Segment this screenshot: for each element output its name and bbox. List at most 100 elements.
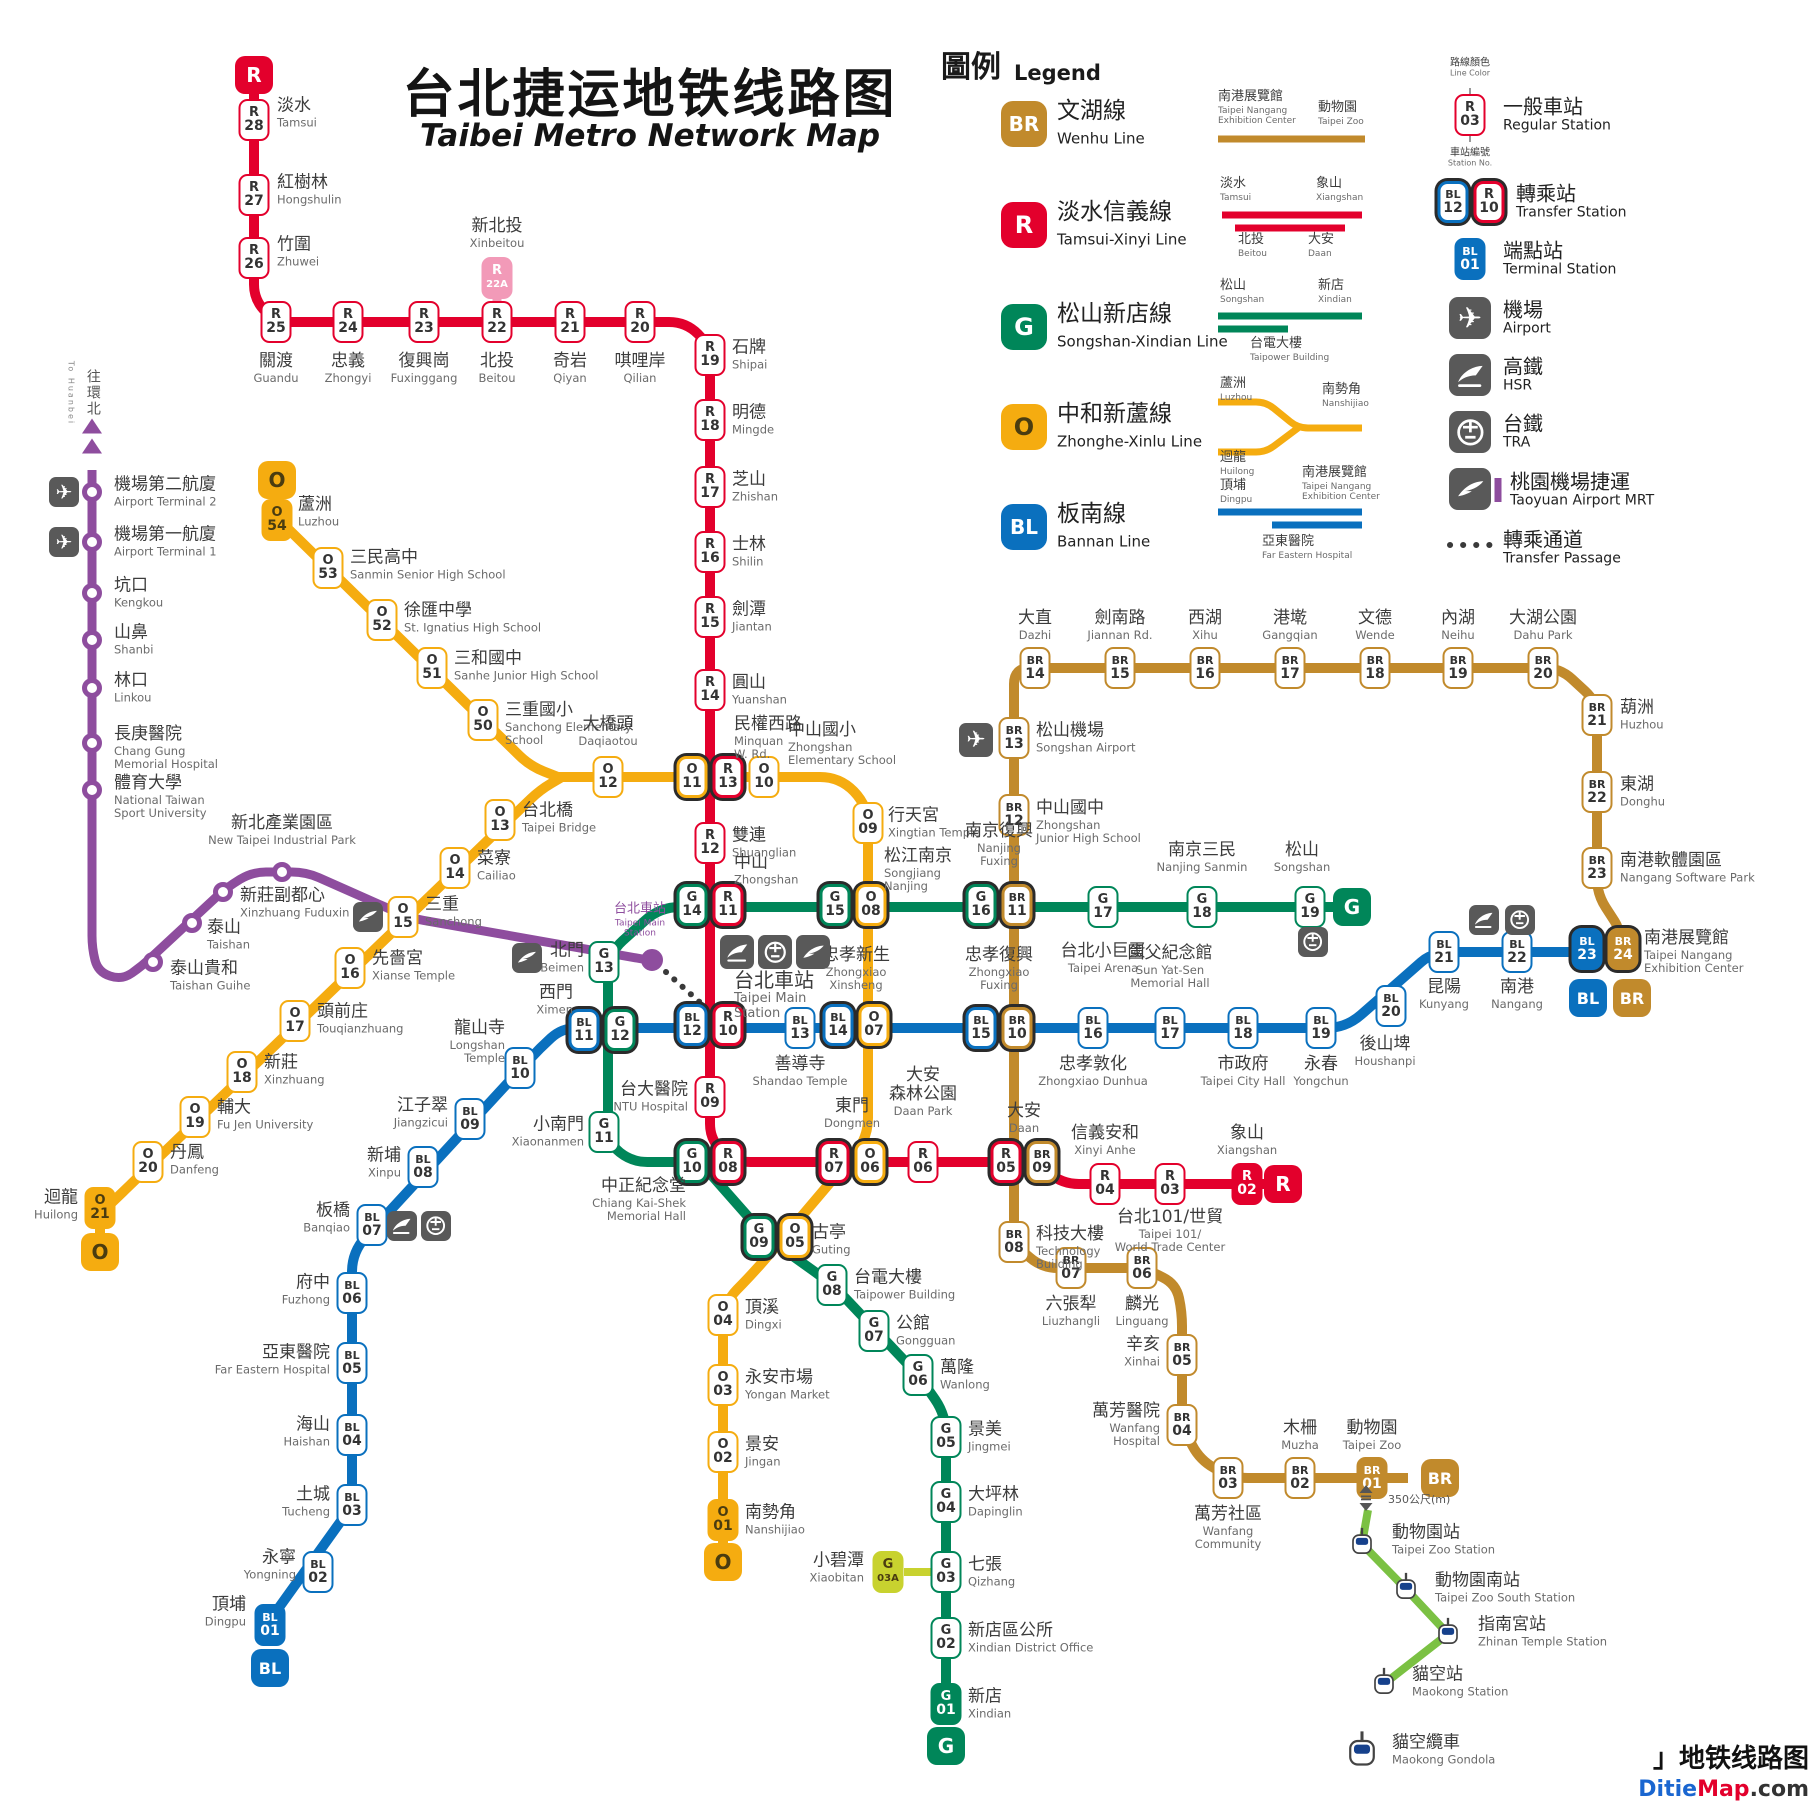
purple-station-dot xyxy=(182,913,202,933)
purple-station-dot xyxy=(213,882,233,902)
station-badge-bl: BL xyxy=(251,1649,289,1687)
gondola-cabin-icon xyxy=(1345,1731,1379,1772)
purple-station-dot xyxy=(82,678,102,698)
station-badge-br: BR xyxy=(1613,979,1651,1017)
line-wenhu xyxy=(1009,663,1624,1483)
watermark-zh: 」地铁线路图 xyxy=(1652,1744,1809,1774)
purple-station-dot xyxy=(82,780,102,800)
tra-icon xyxy=(758,935,792,969)
station-badge-g: G xyxy=(1333,888,1371,926)
transfer-passage-main-station xyxy=(663,969,707,1009)
page-title-en: Taibei Metro Network Map xyxy=(419,118,881,154)
hsr-icon xyxy=(720,935,754,969)
airport-icon: ✈ xyxy=(49,477,79,507)
to-huanbei-arrow-icon xyxy=(81,418,103,438)
purple-station-dot xyxy=(82,630,102,650)
station-badge-r: R xyxy=(1264,1165,1302,1203)
hsr-icon xyxy=(1449,354,1491,396)
to-huanbei-arrow-icon xyxy=(81,438,103,458)
station-badge-r: R xyxy=(235,56,273,94)
station-badge-o: O xyxy=(704,1543,742,1581)
purple-station-dot xyxy=(82,532,102,552)
gondola-cabin-icon xyxy=(1349,1527,1375,1561)
legend-bar-orange-upper xyxy=(1218,398,1362,432)
tra-icon xyxy=(421,1211,451,1241)
station-badge-g: G xyxy=(927,1727,965,1765)
purple-station-dot xyxy=(272,862,292,882)
transfer-distance-arrows-icon xyxy=(1359,1485,1374,1515)
amrt-icon xyxy=(796,935,830,969)
purple-station-dot xyxy=(82,733,102,753)
station-badge-o: O xyxy=(258,461,296,499)
watermark-site-link[interactable]: DitieMap.com xyxy=(1638,1776,1809,1802)
page-title: 台北捷运地铁线路图 xyxy=(402,65,898,125)
tra-icon xyxy=(1505,905,1535,935)
tra-icon xyxy=(1449,411,1491,453)
station-badge-br: BR xyxy=(1421,1459,1459,1497)
purple-station-dot xyxy=(82,482,102,502)
station-badge-o: O xyxy=(1001,404,1047,450)
